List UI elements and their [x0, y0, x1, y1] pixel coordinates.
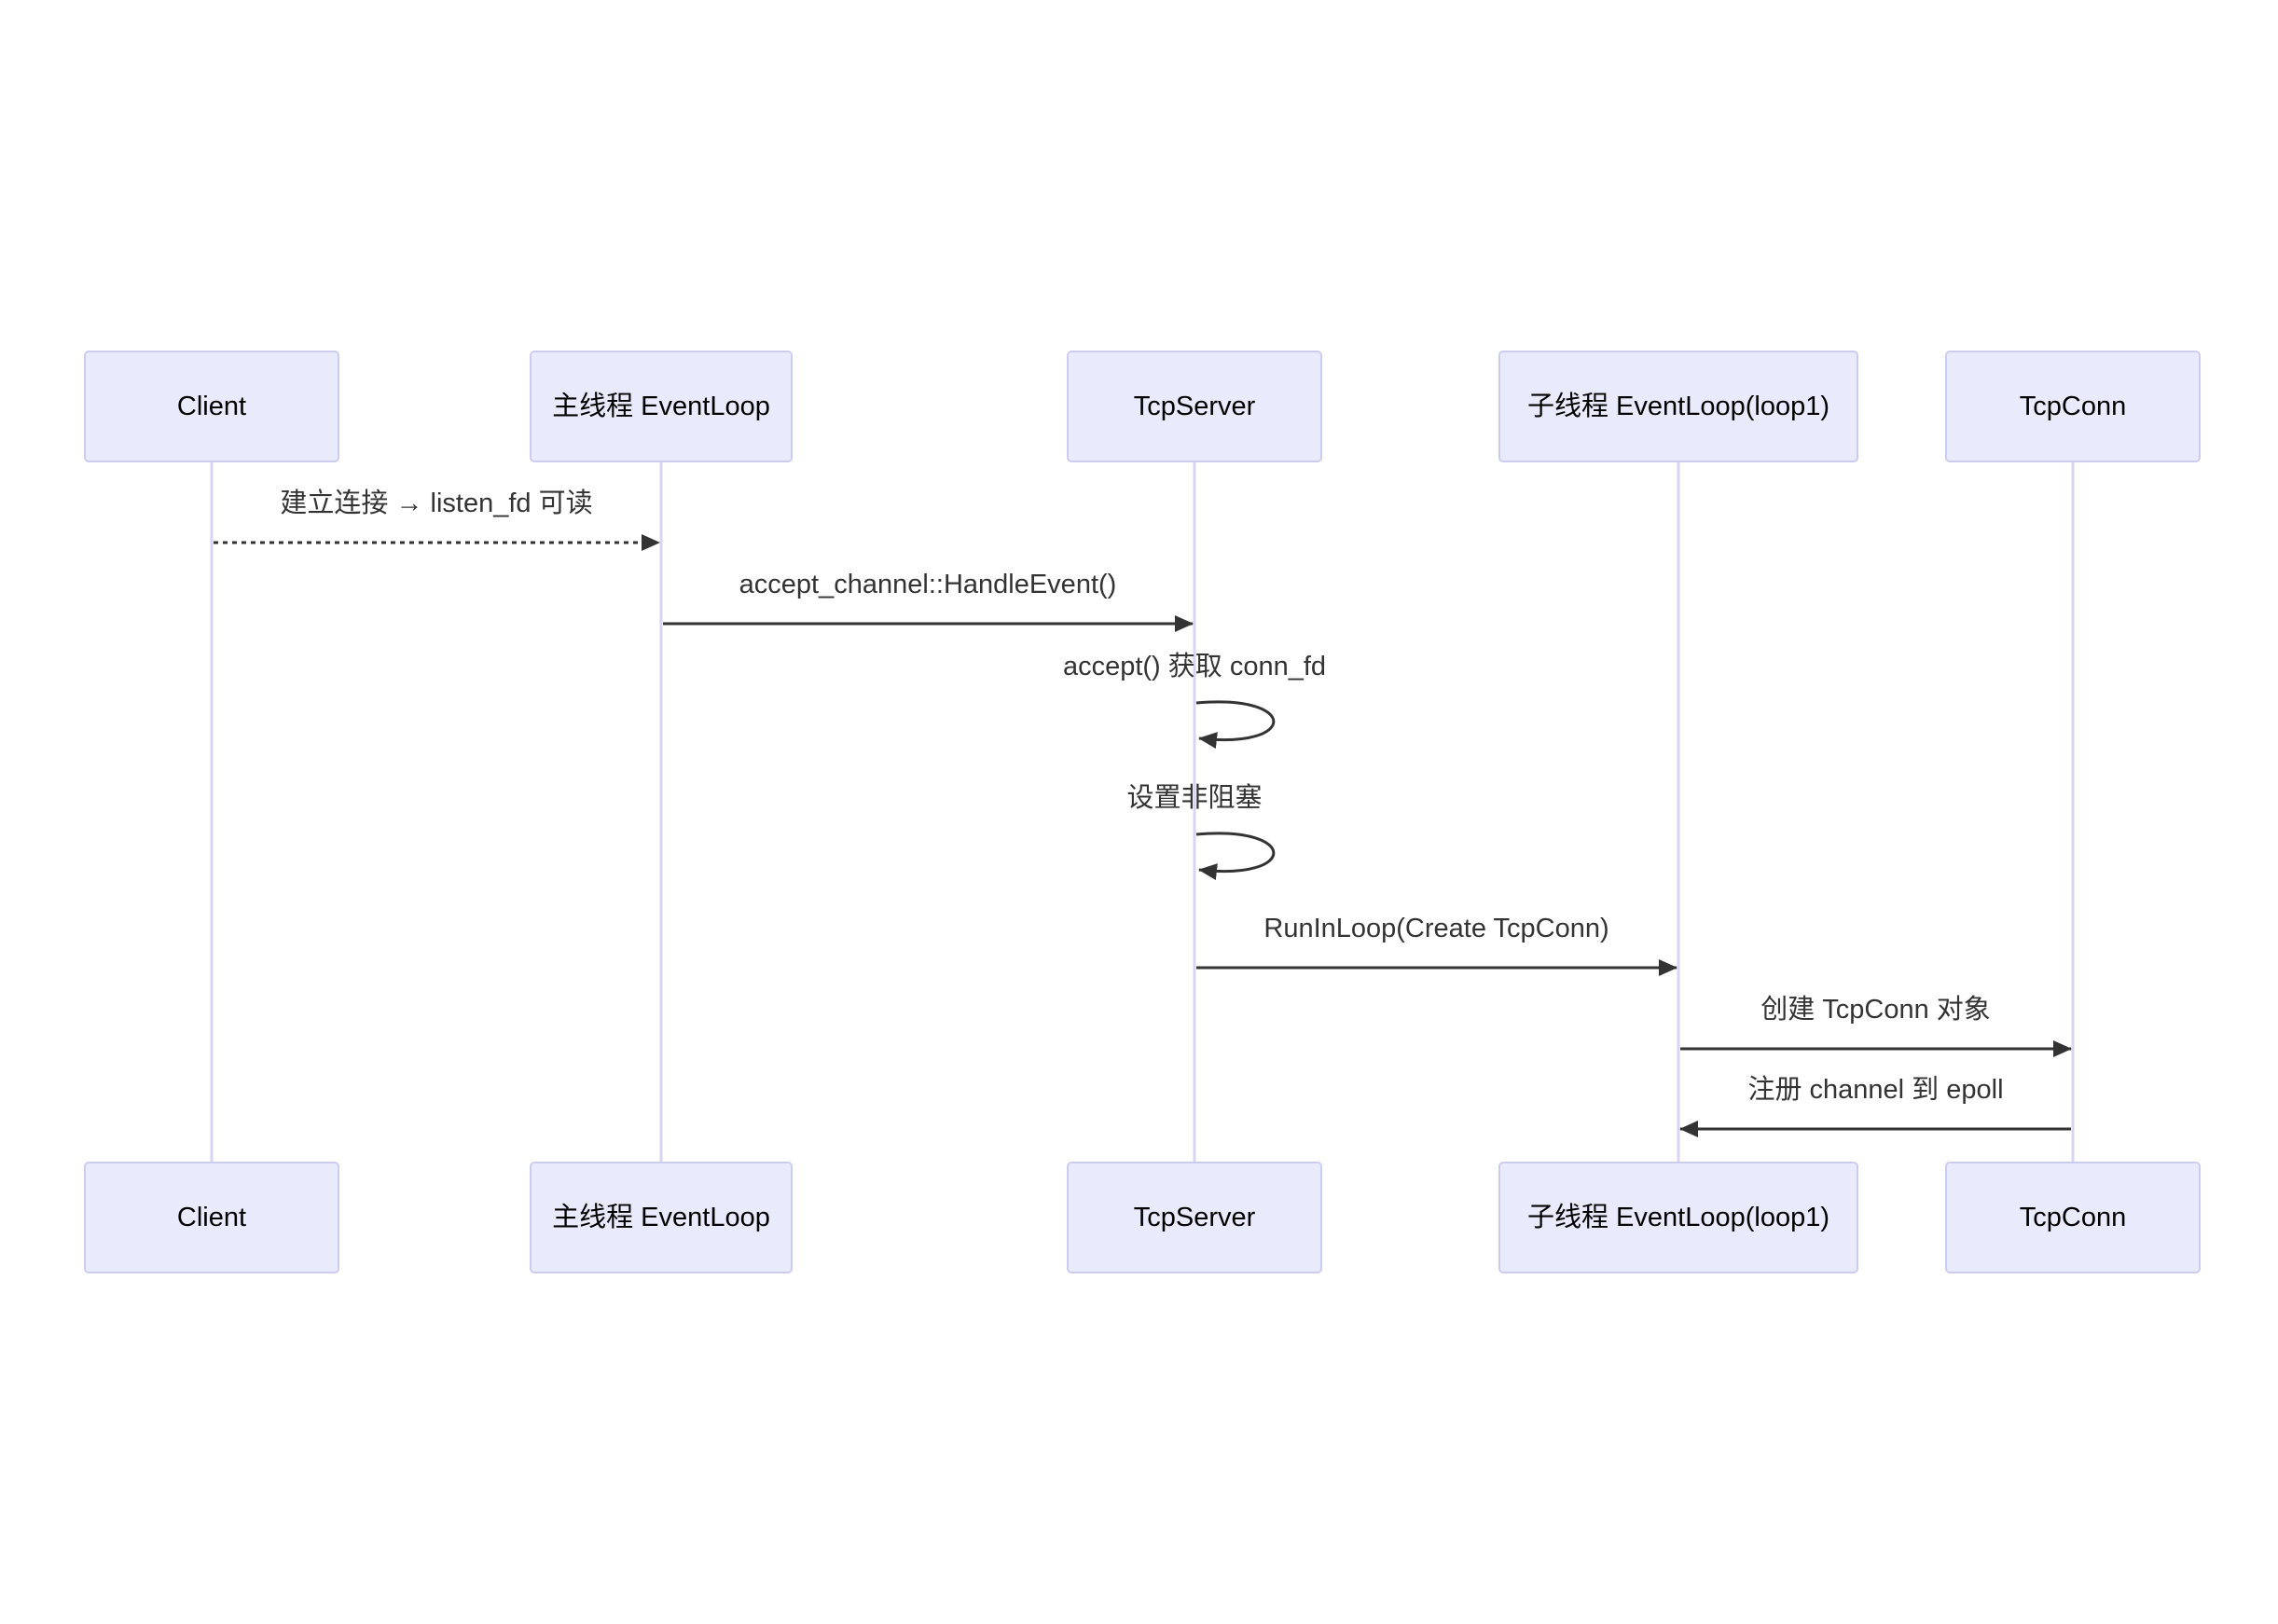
participant-box — [530, 1162, 793, 1273]
participant-label: TcpServer — [1134, 1203, 1256, 1232]
message-6: 注册 channel 到 epoll — [1679, 1074, 2071, 1137]
participant-label: 子线程 EventLoop(loop1) — [1527, 391, 1829, 421]
participant-box — [1498, 1162, 1858, 1273]
participant-top-tcp_server: TcpServer — [1067, 351, 1322, 462]
participant-box — [1945, 351, 2201, 462]
participant-box — [1067, 1162, 1322, 1273]
message-label: 创建 TcpConn 对象 — [1760, 994, 1991, 1025]
participant-bottom-client: Client — [84, 1162, 339, 1273]
message-label: accept_channel::HandleEvent() — [739, 570, 1117, 599]
participant-top-client: Client — [84, 351, 339, 462]
participant-bottom-main_loop: 主线程 EventLoop — [530, 1162, 793, 1273]
message-label: RunInLoop(Create TcpConn) — [1263, 914, 1608, 943]
participant-box — [84, 1162, 339, 1273]
participant-top-tcp_conn: TcpConn — [1945, 351, 2201, 462]
self-message-arrow — [1195, 700, 1276, 750]
participant-box — [84, 351, 339, 462]
message-4: RunInLoop(Create TcpConn) — [1196, 914, 1677, 976]
message-label: accept() 获取 conn_fd — [1063, 651, 1326, 681]
message-label: 注册 channel 到 epoll — [1747, 1074, 2003, 1105]
message-2: accept() 获取 conn_fd — [1063, 651, 1326, 750]
message-label: 设置非阻塞 — [1126, 782, 1262, 813]
participant-box — [1498, 351, 1858, 462]
participant-label: TcpConn — [2020, 1203, 2126, 1232]
participant-label: Client — [177, 1203, 246, 1232]
message-3: 设置非阻塞 — [1126, 782, 1276, 881]
participant-label: Client — [177, 392, 246, 421]
lifelines — [210, 461, 2075, 1163]
self-message-arrow — [1195, 832, 1276, 881]
participant-bottom-tcp_conn: TcpConn — [1945, 1162, 2201, 1273]
participant-label: 主线程 EventLoop — [552, 391, 770, 421]
message-label: 建立连接 → listen_fd 可读 — [280, 488, 592, 518]
message-1: accept_channel::HandleEvent() — [663, 570, 1194, 632]
participant-box — [1945, 1162, 2201, 1273]
participant-top-main_loop: 主线程 EventLoop — [530, 351, 793, 462]
participant-bottom-sub_loop: 子线程 EventLoop(loop1) — [1498, 1162, 1858, 1273]
message-5: 创建 TcpConn 对象 — [1680, 994, 2072, 1057]
participant-label: TcpConn — [2020, 392, 2126, 421]
participant-label: 子线程 EventLoop(loop1) — [1527, 1202, 1829, 1232]
messages: 建立连接 → listen_fd 可读accept_channel::Handl… — [214, 488, 2072, 1137]
participant-box — [1067, 351, 1322, 462]
participant-top-sub_loop: 子线程 EventLoop(loop1) — [1498, 351, 1858, 462]
message-0: 建立连接 → listen_fd 可读 — [214, 488, 660, 551]
participant-bottom-tcp_server: TcpServer — [1067, 1162, 1322, 1273]
participant-box — [530, 351, 793, 462]
participant-label: TcpServer — [1134, 392, 1256, 421]
participant-label: 主线程 EventLoop — [552, 1202, 770, 1232]
